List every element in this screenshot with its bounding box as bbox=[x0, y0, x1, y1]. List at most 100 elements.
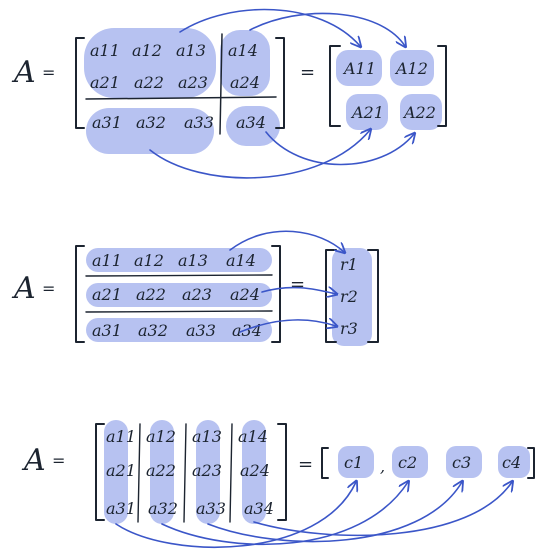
entry-a14: a14 bbox=[226, 251, 256, 270]
equals-sign-right: = bbox=[300, 62, 315, 83]
entry-a23: a23 bbox=[178, 73, 208, 92]
entry-a13: a13 bbox=[192, 427, 222, 446]
row-highlights bbox=[86, 248, 372, 346]
highlight-row-1 bbox=[86, 248, 272, 272]
highlight-rhs-c1 bbox=[338, 446, 374, 478]
matrix-entries: a11 a12 a13 a14 a21 a22 a23 a24 a31 a32 … bbox=[106, 427, 274, 518]
entry-a33: a33 bbox=[196, 499, 226, 518]
highlight-rhs-c3 bbox=[446, 446, 482, 478]
column-labels: c1 , c2 c3 c4 bbox=[344, 453, 521, 476]
matrix-entries: a11 a12 a13 a14 a21 a22 a23 a24 a31 a32 … bbox=[90, 41, 266, 132]
entry-a34: a34 bbox=[232, 321, 262, 340]
entry-a31: a31 bbox=[92, 321, 122, 340]
entry-a34: a34 bbox=[236, 113, 266, 132]
highlight-col-3 bbox=[196, 420, 220, 524]
rhs-left-bracket bbox=[329, 45, 341, 127]
left-bracket bbox=[75, 245, 85, 343]
highlight-rhs-rows bbox=[332, 248, 372, 346]
column-partition-diagram: A = a11 a12 a13 a14 a21 a22 a23 a24 a31 … bbox=[21, 420, 535, 548]
entry-a24: a24 bbox=[240, 461, 270, 480]
equals-sign-right: = bbox=[290, 274, 305, 295]
highlight-block-a11 bbox=[84, 28, 216, 98]
entry-a11: a11 bbox=[90, 41, 120, 60]
highlight-row-3 bbox=[86, 318, 272, 342]
row-r3: r3 bbox=[340, 319, 358, 338]
highlight-block-a21 bbox=[86, 108, 214, 154]
lhs-label: A bbox=[21, 443, 46, 478]
block-a11: A11 bbox=[342, 59, 376, 78]
entry-a24: a24 bbox=[230, 73, 260, 92]
entry-a21: a21 bbox=[92, 285, 122, 304]
column-highlights bbox=[104, 420, 530, 524]
entry-a33: a33 bbox=[186, 321, 216, 340]
entry-a13: a13 bbox=[178, 251, 208, 270]
highlight-rhs-a11 bbox=[336, 50, 382, 86]
highlight-rhs-c4 bbox=[498, 446, 530, 478]
entry-a14: a14 bbox=[238, 427, 268, 446]
entry-a12: a12 bbox=[132, 41, 162, 60]
column-separator-3 bbox=[229, 423, 233, 523]
entry-a14: a14 bbox=[228, 41, 258, 60]
entry-a24: a24 bbox=[230, 285, 260, 304]
block-labels: A11 A12 A21 A22 bbox=[342, 59, 436, 122]
column-c4: c4 bbox=[502, 453, 521, 472]
arrow-col-4 bbox=[253, 482, 512, 537]
entry-a31: a31 bbox=[106, 499, 136, 518]
equals-sign-right: = bbox=[298, 454, 313, 475]
lhs-label: A bbox=[11, 271, 36, 306]
row-labels: r1 r2 r3 bbox=[340, 255, 358, 338]
lhs-label: A bbox=[11, 55, 36, 90]
block-a12: A12 bbox=[394, 59, 428, 78]
arrow-col-2 bbox=[161, 482, 408, 546]
arrow-col-3 bbox=[207, 482, 462, 543]
row-r2: r2 bbox=[340, 287, 358, 306]
entry-a21: a21 bbox=[90, 73, 120, 92]
entry-a32: a32 bbox=[138, 321, 168, 340]
row-r1: r1 bbox=[340, 255, 358, 274]
left-bracket bbox=[95, 423, 105, 521]
entry-a12: a12 bbox=[134, 251, 164, 270]
column-c2: c2 bbox=[398, 453, 417, 472]
highlight-rhs-a12 bbox=[390, 50, 434, 86]
right-bracket bbox=[277, 423, 287, 521]
block-partition-diagram: A = a11 a12 a13 a14 a21 a22 a23 a24 a31 … bbox=[11, 8, 447, 179]
vertical-partition-line bbox=[219, 33, 223, 135]
arrow-row-3 bbox=[239, 320, 336, 333]
highlight-row-2 bbox=[86, 283, 272, 307]
highlight-block-a12 bbox=[220, 30, 270, 96]
entry-a22: a22 bbox=[134, 73, 164, 92]
entry-a31: a31 bbox=[92, 113, 122, 132]
column-separator-comma: , bbox=[380, 457, 385, 476]
entry-a22: a22 bbox=[136, 285, 166, 304]
row-separator-2 bbox=[85, 310, 273, 313]
entry-a12: a12 bbox=[146, 427, 176, 446]
entry-a13: a13 bbox=[176, 41, 206, 60]
arrow-row-1 bbox=[229, 230, 344, 252]
row-separator-1 bbox=[85, 274, 273, 277]
entry-a32: a32 bbox=[148, 499, 178, 518]
arrow-row-2 bbox=[261, 288, 336, 294]
entry-a23: a23 bbox=[192, 461, 222, 480]
highlight-col-1 bbox=[104, 420, 128, 524]
rhs-left-bracket bbox=[321, 447, 329, 479]
arrow-col-1 bbox=[115, 482, 356, 548]
right-bracket bbox=[271, 245, 281, 343]
arrow-block-a12 bbox=[249, 12, 405, 46]
horizontal-partition-line bbox=[85, 96, 277, 100]
row-partition-diagram: A = a11 a12 a13 a14 a21 a22 a23 a24 a31 … bbox=[11, 230, 379, 346]
left-bracket bbox=[75, 37, 85, 129]
equals-sign: = bbox=[42, 279, 55, 298]
rhs-right-bracket bbox=[437, 45, 447, 127]
equals-sign: = bbox=[42, 63, 55, 82]
entry-a22: a22 bbox=[146, 461, 176, 480]
matrix-entries: a11 a12 a13 a14 a21 a22 a23 a24 a31 a32 … bbox=[92, 251, 262, 340]
highlight-block-a22 bbox=[226, 106, 280, 146]
entry-a32: a32 bbox=[136, 113, 166, 132]
block-a22: A22 bbox=[402, 103, 436, 122]
right-bracket bbox=[275, 37, 285, 129]
highlight-col-4 bbox=[242, 420, 266, 524]
rhs-right-bracket bbox=[527, 447, 535, 479]
column-c1: c1 bbox=[344, 453, 363, 472]
highlight-rhs-a21 bbox=[346, 94, 388, 130]
